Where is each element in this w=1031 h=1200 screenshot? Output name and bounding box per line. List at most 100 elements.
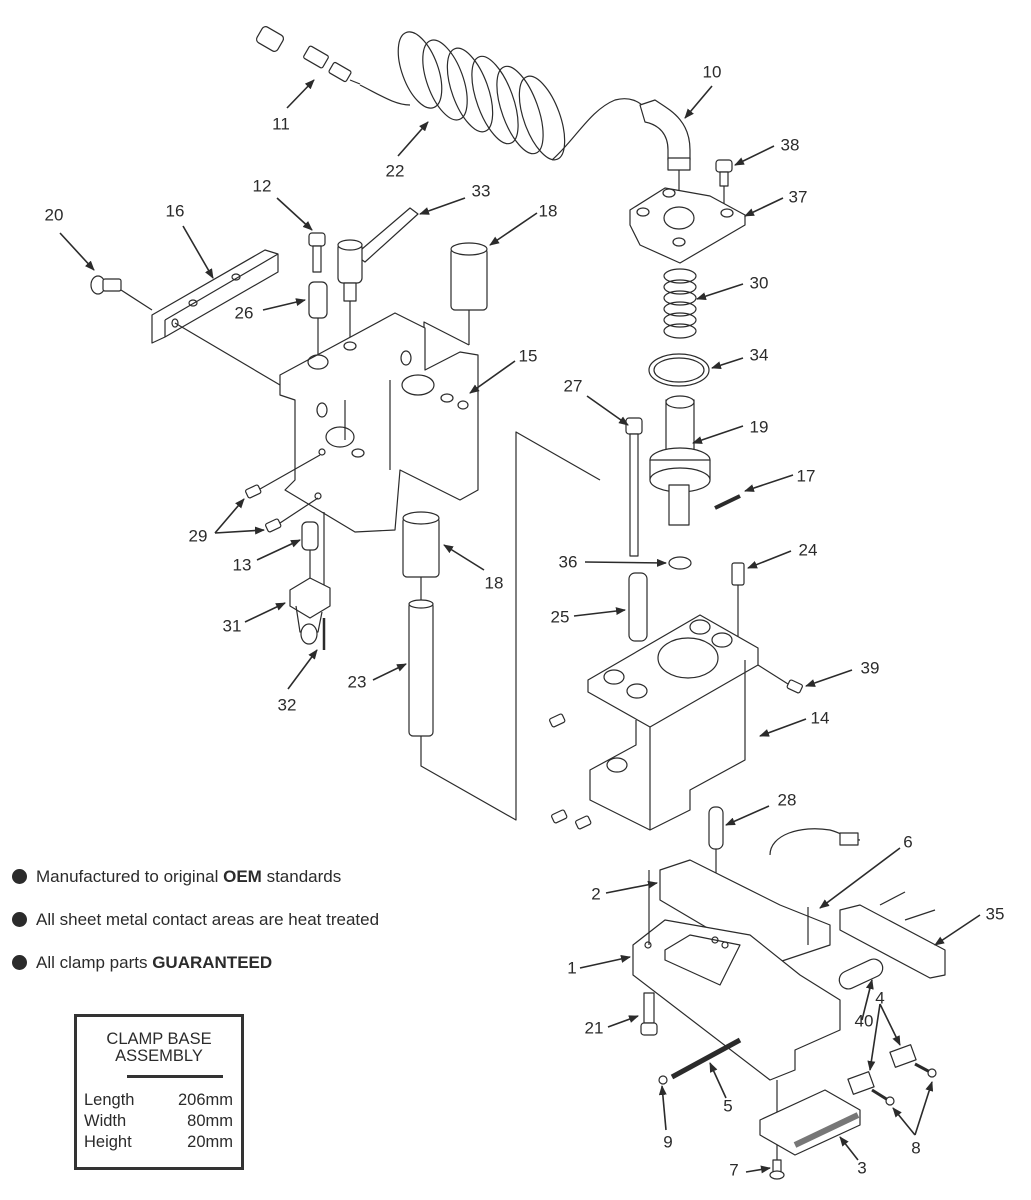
piston xyxy=(649,395,711,526)
leader-22 xyxy=(397,121,429,157)
callout-21: 21 xyxy=(584,1018,604,1038)
roller-assembly xyxy=(289,577,331,645)
callout-29: 29 xyxy=(188,526,208,546)
leader-7 xyxy=(745,1165,771,1174)
o-ring-small xyxy=(668,556,692,570)
cap-screw-21 xyxy=(640,992,658,1036)
callout-12: 12 xyxy=(252,176,272,196)
leader-37 xyxy=(744,197,784,217)
bushing-lower xyxy=(402,511,440,600)
set-screw-29 xyxy=(265,518,282,533)
leader-10 xyxy=(684,85,713,119)
leader-16 xyxy=(182,225,214,279)
callout-25: 25 xyxy=(550,607,570,627)
spec-value: 206mm xyxy=(177,1091,233,1109)
leader-8a xyxy=(892,1107,916,1136)
quick-connect-fitting xyxy=(255,26,361,85)
leader-8b xyxy=(914,1081,934,1136)
callout-7: 7 xyxy=(729,1160,739,1180)
callout-10: 10 xyxy=(702,62,722,82)
shoulder-screw xyxy=(90,275,153,311)
spring-25 xyxy=(628,572,648,642)
leader-21 xyxy=(607,1015,639,1028)
callout-24: 24 xyxy=(798,540,818,560)
bushing-top xyxy=(423,242,488,346)
clamp-arm xyxy=(659,859,831,966)
callout-33: 33 xyxy=(471,181,491,201)
spec-title-line2: ASSEMBLY xyxy=(115,1047,203,1065)
sensor-bracket xyxy=(839,891,946,979)
feature-text: All clamp parts GUARANTEED xyxy=(36,952,273,972)
leader-9 xyxy=(658,1085,667,1131)
conical-spring xyxy=(663,268,697,339)
callout-34: 34 xyxy=(749,345,769,365)
bracket-body xyxy=(279,312,479,533)
leader-32 xyxy=(287,649,318,690)
callout-37: 37 xyxy=(788,187,808,207)
callout-11: 11 xyxy=(272,114,290,134)
leader-24 xyxy=(747,550,792,569)
leader-14 xyxy=(759,718,807,737)
callout-28: 28 xyxy=(777,790,797,810)
callout-13: 13 xyxy=(232,555,252,575)
spring-26 xyxy=(308,281,328,319)
feature-item: All clamp parts GUARANTEED xyxy=(12,952,379,973)
callout-9: 9 xyxy=(663,1132,673,1152)
callout-4: 4 xyxy=(875,988,885,1008)
callout-30: 30 xyxy=(749,273,769,293)
spring-13 xyxy=(301,521,319,551)
callout-17: 17 xyxy=(796,466,816,486)
leader-26 xyxy=(262,298,306,311)
spec-label: Height xyxy=(84,1133,132,1151)
pivot-pin xyxy=(670,1037,742,1080)
spec-title: CLAMP BASE ASSEMBLY xyxy=(77,1031,241,1065)
leader-1 xyxy=(579,955,631,969)
leader-19 xyxy=(692,425,744,444)
spec-row-length: Length 206mm xyxy=(84,1090,233,1110)
callout-18: 18 xyxy=(484,573,504,593)
dowel-pin xyxy=(708,806,724,850)
leader-31 xyxy=(244,602,286,623)
leader-38 xyxy=(734,145,775,166)
long-cap-screw xyxy=(625,417,643,557)
callout-5: 5 xyxy=(723,1096,733,1116)
callout-8: 8 xyxy=(911,1138,921,1158)
leader-33 xyxy=(419,197,466,215)
callout-2: 2 xyxy=(591,884,601,904)
leader-17 xyxy=(744,474,794,492)
callout-38: 38 xyxy=(780,135,800,155)
roll-pin xyxy=(714,494,741,510)
leader-34 xyxy=(711,357,744,370)
callout-26: 26 xyxy=(234,303,254,323)
leader-35 xyxy=(934,914,981,946)
callout-1: 1 xyxy=(567,958,577,978)
callout-15: 15 xyxy=(518,346,538,366)
leader-6 xyxy=(819,847,901,909)
leader-4b xyxy=(879,1003,901,1046)
callout-27: 27 xyxy=(563,376,583,396)
spec-value: 80mm xyxy=(187,1112,233,1130)
spec-title-line1: CLAMP BASE xyxy=(106,1030,212,1048)
leader-3 xyxy=(839,1136,859,1161)
callout-19: 19 xyxy=(749,417,769,437)
set-screw-9 xyxy=(658,1075,668,1085)
bullet-icon xyxy=(12,912,27,927)
leader-28 xyxy=(725,805,770,826)
feature-text: All sheet metal contact areas are heat t… xyxy=(36,909,380,929)
mounting-bar xyxy=(151,249,281,386)
serrated-jaw-pad xyxy=(759,1089,861,1156)
cap-screw-12 xyxy=(308,232,326,273)
leader-18a xyxy=(489,212,538,246)
feature-item: All sheet metal contact areas are heat t… xyxy=(12,909,379,930)
spec-row-width: Width 80mm xyxy=(84,1111,233,1131)
o-ring xyxy=(648,353,710,387)
set-screw-29 xyxy=(245,484,262,499)
leader-20 xyxy=(59,232,95,271)
leader-11 xyxy=(286,79,315,109)
leader-36 xyxy=(584,558,667,567)
spec-label: Width xyxy=(84,1112,127,1130)
guide-rod xyxy=(408,431,601,821)
leader-18b xyxy=(443,544,485,571)
leader-12 xyxy=(276,197,313,231)
